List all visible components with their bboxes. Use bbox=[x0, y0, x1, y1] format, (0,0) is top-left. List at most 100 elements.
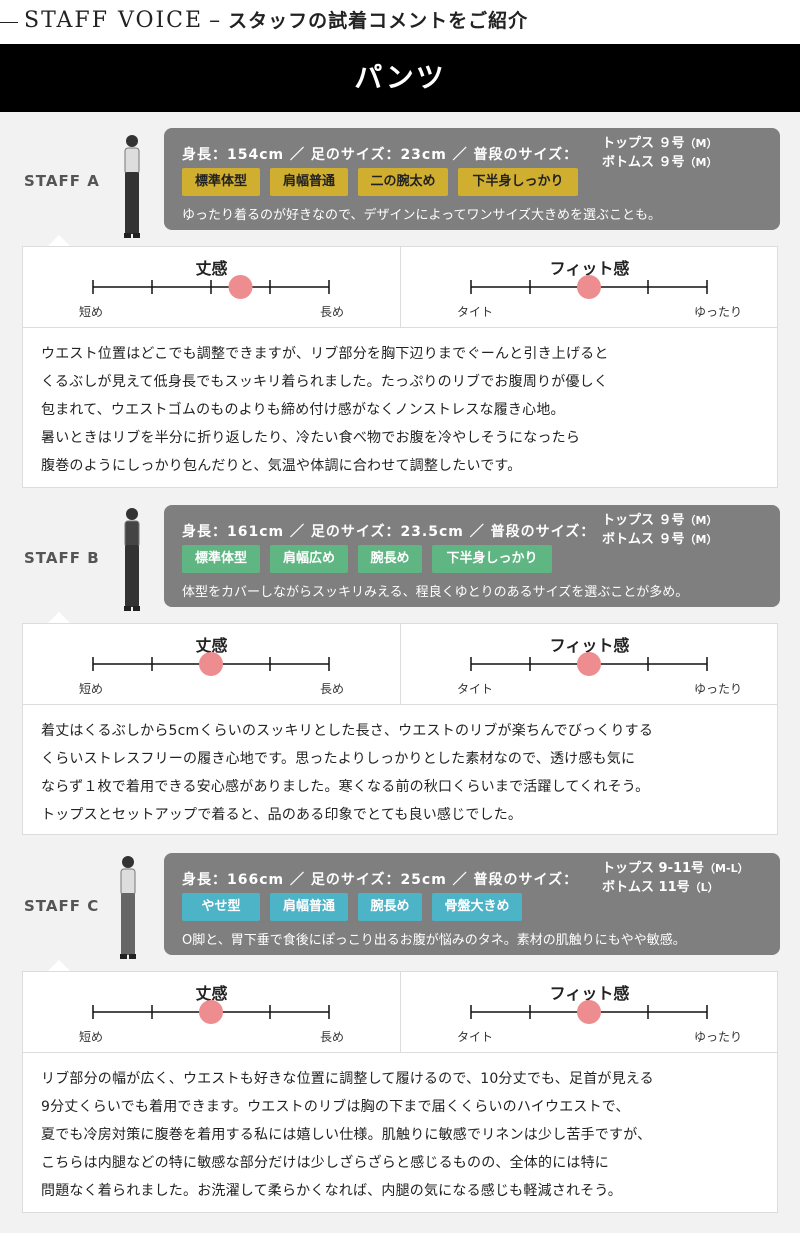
comment-line: くるぶしが見えて低身長でもスッキリ着られました。たっぷりのリブでお腹周りが優しく bbox=[41, 374, 609, 390]
bottoms-size: ボトムス ９号（M） bbox=[602, 153, 717, 172]
body-type-tag: 二の腕太め bbox=[358, 168, 448, 196]
header-title-text: STAFF VOICE bbox=[24, 8, 204, 33]
length-scale-max-label: 長め bbox=[319, 682, 344, 696]
rating-divider bbox=[400, 624, 401, 704]
bottoms-size-unit: （M） bbox=[684, 156, 718, 169]
length-scale-min-label: 短め bbox=[79, 305, 104, 319]
staff-stats: 身長：161cm ／ 足のサイズ：23.5cm ／ 普段のサイズ： bbox=[182, 524, 596, 540]
staff-stats: 身長：154cm ／ 足のサイズ：23cm ／ 普段のサイズ： bbox=[182, 147, 579, 163]
length-scale-title: 丈感 bbox=[195, 259, 228, 278]
bottoms-size: ボトムス 11号（L） bbox=[602, 878, 749, 897]
usual-sizes: トップス 9-11号（M-L）ボトムス 11号（L） bbox=[602, 859, 749, 897]
page-header: STAFF VOICE–スタッフの試着コメントをご紹介 bbox=[0, 0, 800, 44]
fit-scale-title: フィット感 bbox=[549, 636, 630, 655]
body-type-tag: 腕長め bbox=[358, 893, 422, 921]
bottoms-size-value: ボトムス ９号 bbox=[602, 532, 685, 547]
staff-size-note: 体型をカバーしながらスッキリみえる、程良くゆとりのあるサイズを選ぶことが多め。 bbox=[182, 585, 689, 600]
comment-line: 暑いときはリブを半分に折り返したり、冷たい食べ物でお腹を冷やしそうになったら bbox=[41, 430, 581, 446]
length-scale-title: 丈感 bbox=[195, 636, 228, 655]
length-scale-title: 丈感 bbox=[195, 984, 228, 1003]
staff-comment: リブ部分の幅が広く、ウエストも好きな位置に調整して履けるので、10分丈でも、足首… bbox=[22, 1053, 778, 1213]
fit-scale-min-label: タイト bbox=[457, 305, 494, 319]
body-type-tag: 下半身しっかり bbox=[458, 168, 578, 196]
fit-scale-max-label: ゆったり bbox=[693, 305, 742, 319]
speech-pointer bbox=[48, 235, 70, 246]
staff-size-note: O脚と、胃下垂で食後にぽっこり出るお腹が悩みのタネ。素材の肌触りにもやや敏感。 bbox=[182, 933, 686, 948]
header-subtitle: スタッフの試着コメントをご紹介 bbox=[228, 10, 529, 32]
usual-sizes: トップス ９号 （M）ボトムス ９号（M） bbox=[602, 511, 717, 549]
length-scale: 丈感短め 長め bbox=[23, 624, 400, 704]
rating-divider bbox=[400, 972, 401, 1052]
body-type-tag: 下半身しっかり bbox=[432, 545, 552, 573]
scale-track bbox=[92, 1000, 330, 1024]
comment-line: 9分丈くらいでも着用できます。ウエストのリブは胸の下まで届くくらいのハイウエスト… bbox=[41, 1099, 630, 1115]
comment-line: 夏でも冷房対策に腹巻を着用する私には嬉しい仕様。肌触りに敏感でリネンは少し苦手で… bbox=[41, 1127, 652, 1143]
staff-photo bbox=[112, 505, 152, 615]
body-type-tag: 肩幅広め bbox=[270, 545, 348, 573]
bottoms-size-unit: （L） bbox=[689, 881, 719, 894]
comment-line: 包まれて、ウエストゴムのものよりも締め付け感がなくノンストレスな履き心地。 bbox=[41, 402, 565, 418]
comment-line: こちらは内腿などの特に敏感な部分だけは少しざらざらと感じるものの、全体的には特に bbox=[41, 1155, 609, 1171]
tops-size-value: トップス ９号 bbox=[602, 136, 685, 151]
fit-scale-min-label: タイト bbox=[457, 1030, 494, 1044]
tops-size-unit: （M） bbox=[684, 137, 718, 150]
length-scale-max-label: 長め bbox=[319, 1030, 344, 1044]
tops-size: トップス ９号（M） bbox=[602, 134, 717, 153]
scale-track bbox=[470, 275, 708, 299]
fit-scale-max-label: ゆったり bbox=[693, 1030, 742, 1044]
length-scale: 丈感短め 長め bbox=[23, 972, 400, 1052]
body-type-tag: 標準体型 bbox=[182, 545, 260, 573]
fit-scale: フィット感タイト ゆったり bbox=[401, 972, 778, 1052]
fit-scale-min-label: タイト bbox=[457, 682, 494, 696]
speech-pointer bbox=[48, 960, 70, 971]
rating-divider bbox=[400, 247, 401, 327]
staff-stats: 身長：166cm ／ 足のサイズ：25cm ／ 普段のサイズ： bbox=[182, 872, 579, 888]
staff-comment: 着丈はくるぶしから5cmくらいのスッキリとした長さ、ウエストのリブが楽ちんでびっ… bbox=[22, 705, 778, 835]
body-type-tag: 腕長め bbox=[358, 545, 422, 573]
bottoms-size-value: ボトムス ９号 bbox=[602, 155, 685, 170]
comment-line: ウエスト位置はどこでも調整できますが、リブ部分を胸下辺りまでぐーんと引き上げると bbox=[41, 346, 609, 362]
fit-rating-box: 丈感短め 長め フィット感タイト ゆったり bbox=[22, 623, 778, 705]
tops-size-unit: （M-L） bbox=[704, 862, 749, 875]
usual-sizes: トップス ９号（M）ボトムス ９号（M） bbox=[602, 134, 717, 172]
scale-marker bbox=[199, 652, 223, 676]
staff-profile-box: 身長：166cm ／ 足のサイズ：25cm ／ 普段のサイズ：トップス 9-11… bbox=[164, 853, 780, 955]
category-banner: パンツ bbox=[0, 44, 800, 112]
comment-line: トップスとセットアップで着ると、品のある印象でとても良い感じでした。 bbox=[41, 807, 523, 823]
tops-size-value: トップス ９号 bbox=[602, 513, 685, 528]
bottoms-size-value: ボトムス 11号 bbox=[602, 880, 690, 895]
scale-marker bbox=[577, 275, 601, 299]
staff-label: STAFF A bbox=[24, 172, 100, 190]
fit-scale-max-label: ゆったり bbox=[693, 682, 742, 696]
bottoms-size: ボトムス ９号（M） bbox=[602, 530, 717, 549]
length-scale-min-label: 短め bbox=[79, 682, 104, 696]
header-dash: – bbox=[209, 8, 223, 33]
speech-pointer bbox=[48, 612, 70, 623]
header-title: STAFF VOICE–スタッフの試着コメントをご紹介 bbox=[24, 6, 528, 33]
scale-track bbox=[92, 652, 330, 676]
staff-profile-box: 身長：154cm ／ 足のサイズ：23cm ／ 普段のサイズ：トップス ９号（M… bbox=[164, 128, 780, 230]
staff-label: STAFF C bbox=[24, 897, 100, 915]
comment-line: リブ部分の幅が広く、ウエストも好きな位置に調整して履けるので、10分丈でも、足首… bbox=[41, 1071, 654, 1087]
length-scale-min-label: 短め bbox=[79, 1030, 104, 1044]
length-scale-max-label: 長め bbox=[319, 305, 344, 319]
bottoms-size-unit: （M） bbox=[684, 533, 718, 546]
comment-line: くらいストレスフリーの履き心地です。思ったよりしっかりとした素材なので、透け感も… bbox=[41, 751, 636, 767]
comment-line: 問題なく着られました。お洗濯して柔らかくなれば、内腿の気になる感じも軽減されそう… bbox=[41, 1183, 622, 1199]
fit-scale-title: フィット感 bbox=[549, 984, 630, 1003]
body-type-tags: 標準体型肩幅広め腕長め下半身しっかり bbox=[182, 545, 552, 573]
body-type-tag: 骨盤大きめ bbox=[432, 893, 522, 921]
staff-profile-box: 身長：161cm ／ 足のサイズ：23.5cm ／ 普段のサイズ： トップス ９号… bbox=[164, 505, 780, 607]
staff-photo bbox=[108, 853, 148, 963]
body-type-tags: 標準体型肩幅普通二の腕太め下半身しっかり bbox=[182, 168, 578, 196]
fit-scale: フィット感タイト ゆったり bbox=[401, 624, 778, 704]
scale-track bbox=[470, 1000, 708, 1024]
scale-track bbox=[92, 275, 330, 299]
fit-scale: フィット感タイトゆったり bbox=[401, 247, 778, 327]
comment-line: 腹巻のようにしっかり包んだりと、気温や体調に合わせて調整したいです。 bbox=[41, 458, 522, 474]
staff-label: STAFF B bbox=[24, 549, 100, 567]
scale-marker bbox=[228, 275, 253, 299]
body-type-tag: 肩幅普通 bbox=[270, 893, 348, 921]
body-type-tags: やせ型肩幅普通腕長め骨盤大きめ bbox=[182, 893, 522, 921]
body-type-tag: 標準体型 bbox=[182, 168, 260, 196]
